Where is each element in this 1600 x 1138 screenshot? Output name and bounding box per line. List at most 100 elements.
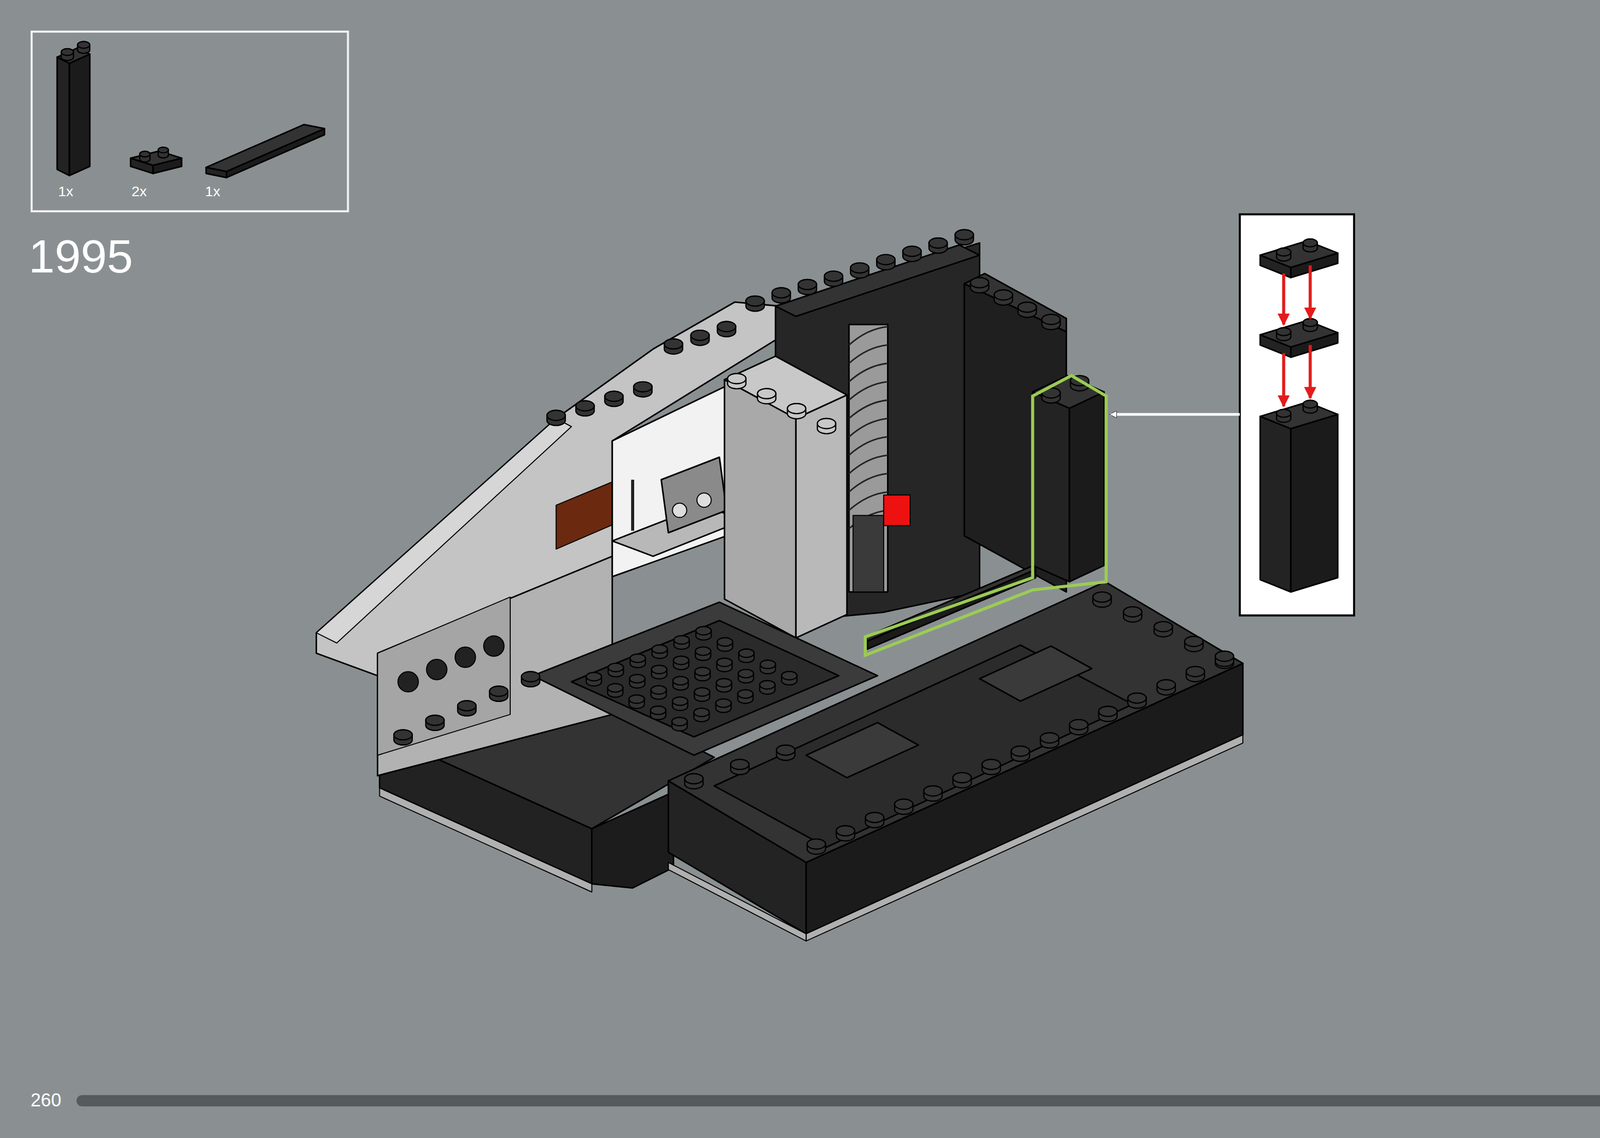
brick-face [1069,391,1104,582]
callout-pointer [1110,412,1240,416]
highlight-outline [865,375,1107,656]
stud [1123,606,1142,622]
assembly-arrow [1281,353,1285,407]
stud [651,665,668,679]
spiral-line [848,455,888,474]
stud [716,658,733,672]
technic-hole [426,659,448,680]
brick-face [806,722,919,778]
spiral-line [848,399,888,419]
brick-face [1260,240,1339,268]
stud [586,672,602,686]
stud [158,147,169,158]
stud [1276,248,1291,262]
new-part [865,375,1107,656]
stud [664,338,683,354]
stud [865,812,885,828]
brick-face [668,862,807,942]
stud [61,48,74,61]
spiral-line [848,363,888,382]
brick-face [130,151,182,166]
stud [672,676,689,690]
stud [781,671,798,685]
stud [850,262,869,278]
stud [717,321,737,337]
stud [716,678,733,692]
stud [981,759,1001,775]
stud [760,660,776,674]
stud [546,410,566,426]
stud [694,687,710,702]
stud [952,772,972,788]
stud [1127,692,1147,708]
stud [807,838,826,854]
stud [1186,666,1205,682]
stud [694,667,711,681]
brick-face [775,244,980,317]
stud [1042,314,1061,330]
stud [1092,592,1112,608]
page-number: 260 [30,1090,62,1110]
brick-face [867,569,1037,650]
stud [717,637,734,652]
brick-face [1260,416,1291,593]
stud [139,151,151,163]
spiral-line [848,437,888,456]
stud [575,400,595,416]
parts-list-box: 1x2x1x [30,30,350,213]
part-quantity: 2x [131,183,147,198]
stud [630,654,646,668]
stud [1040,733,1060,749]
stud [798,279,817,295]
brick-face [964,273,1067,332]
stud [671,717,688,732]
stud [1215,651,1234,667]
brick-face [1260,320,1339,348]
spiral-line [848,418,888,438]
stud [651,685,667,700]
stud [994,289,1013,306]
stud [902,246,922,262]
assembly-arrow [1308,265,1312,319]
brick-face [865,565,1037,642]
stud [684,773,704,789]
stud [737,689,754,704]
stud [730,759,750,775]
stud [757,388,777,404]
stud [759,680,776,694]
brick-face [206,124,325,172]
stud [1302,318,1318,332]
stud [629,674,646,688]
technic-hole [455,647,476,668]
brick-face [979,646,1092,702]
brick-face [661,457,727,533]
stud [693,707,710,722]
stud [929,237,948,253]
brick-face [379,787,593,892]
assembly-arrow [1308,345,1312,399]
technic-hole [483,635,505,657]
stud [894,799,914,815]
brick-face [57,57,70,176]
stud [1153,621,1173,637]
stud [970,277,989,293]
brick-face [377,597,511,756]
brick-face [1032,391,1070,582]
stud [746,296,765,312]
technic-hole [397,671,419,692]
stud [955,229,974,245]
stud [876,254,896,270]
stud [77,41,90,54]
stud [787,403,806,419]
stud [1302,238,1318,252]
stud [673,635,690,650]
stud [923,785,943,801]
stud [695,626,712,641]
stud [673,656,689,670]
stud [425,714,445,731]
brick-face [883,495,911,526]
parts-list-art [57,41,325,178]
stud [652,644,668,659]
stud [772,287,791,303]
